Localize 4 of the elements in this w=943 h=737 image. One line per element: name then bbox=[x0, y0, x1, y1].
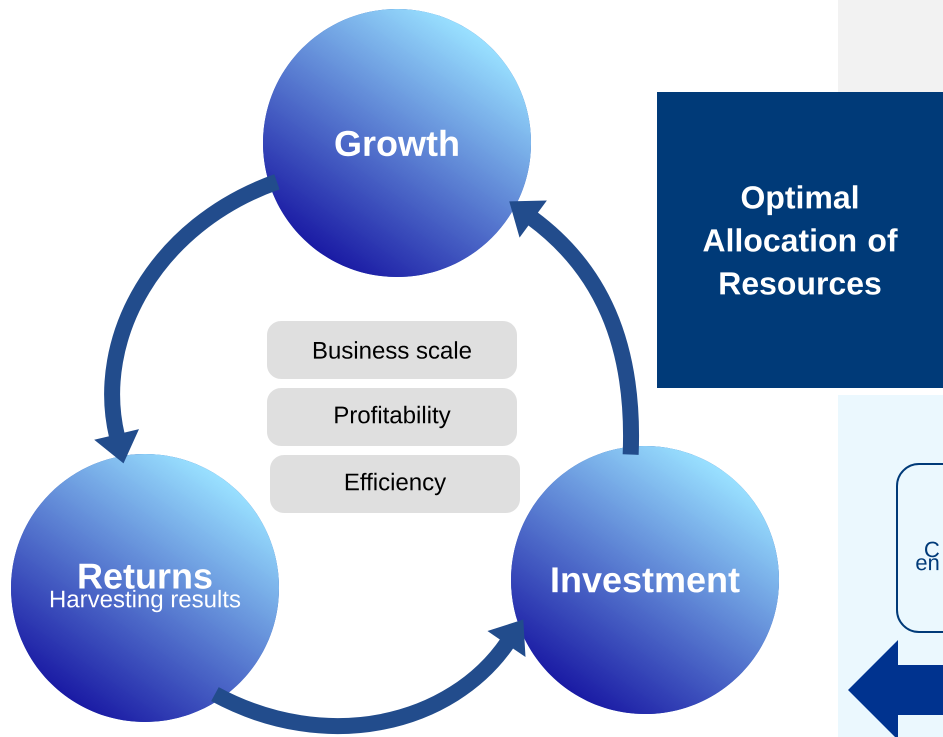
metric-pill: Efficiency bbox=[270, 455, 520, 513]
metric-pill: Profitability bbox=[267, 388, 517, 446]
rounded-box: C en bbox=[896, 463, 943, 633]
title-box: Optimal Allocation of Resources bbox=[657, 92, 943, 388]
